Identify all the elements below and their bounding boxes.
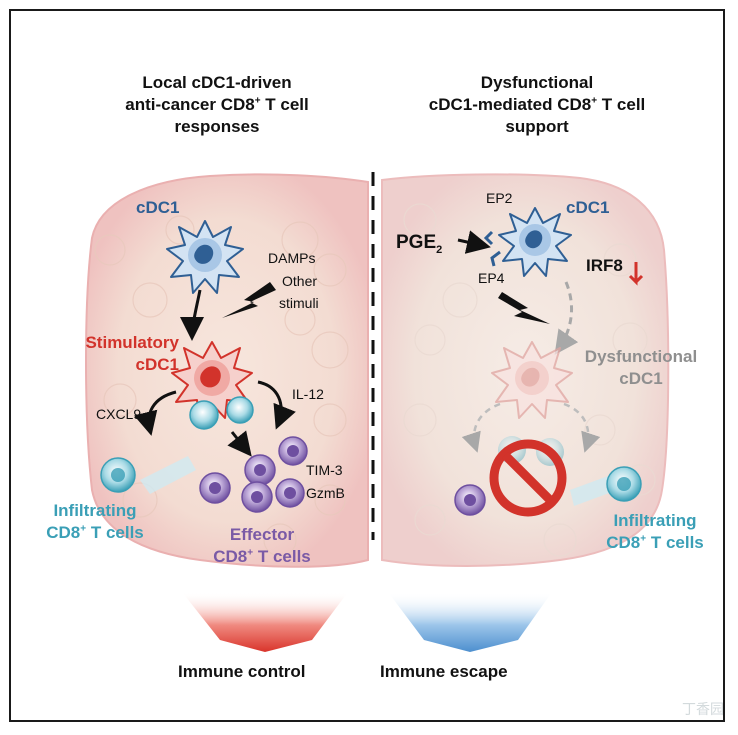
cxcl9-label: CXCL9: [96, 406, 142, 422]
infiltrating-t-cell: [100, 456, 196, 494]
cdc1-label: cDC1: [136, 198, 180, 217]
right-cdc1-label: cDC1: [566, 198, 610, 217]
watermark: 丁香园: [682, 702, 724, 718]
expansion-arrow: [227, 430, 252, 457]
right-infiltrating-label: Infiltrating CD8+ T cells: [606, 511, 704, 552]
il12-label: IL-12: [292, 386, 324, 402]
stimuli-label: stimuli: [279, 295, 319, 311]
cxcl9-arrow: [134, 390, 177, 436]
irf8-label: IRF8: [586, 256, 623, 275]
grey-dashed-arrow: [563, 402, 601, 453]
effector-label: Effector CD8+ T cells: [213, 525, 311, 566]
down-arrow-icon: [628, 262, 644, 286]
immune-control-label: Immune control: [178, 662, 306, 681]
other-label: Other: [282, 273, 318, 289]
immune-control-arrow: [182, 592, 348, 652]
activation-arrow: [180, 289, 205, 341]
lightning-bolt-icon: [498, 292, 550, 324]
lightning-bolt-icon: [222, 282, 276, 318]
dysfunctional-cdc1-cell: [491, 341, 573, 419]
immune-escape-label: Immune escape: [380, 662, 508, 681]
pge2-arrow: [457, 230, 491, 254]
t-cell: [226, 396, 254, 424]
cdc1-cell: [166, 220, 244, 294]
il12-arrow: [257, 380, 296, 430]
right-panel-title: Dysfunctional cDC1-mediated CD8+ T cell …: [428, 73, 646, 136]
grey-dashed-arrow: [461, 402, 501, 453]
no-symbol-icon: [489, 439, 567, 517]
left-infiltrating-label: Infiltrating CD8+ T cells: [46, 501, 144, 542]
infiltrating-t-cell: [570, 466, 642, 506]
pge2-label: PGE2: [396, 232, 443, 256]
dysfunction-arrow: [554, 281, 579, 355]
immune-escape-arrow: [388, 592, 552, 652]
dysfunctional-cdc1-label: Dysfunctional cDC1: [584, 347, 698, 388]
t-cell: [189, 400, 219, 430]
ep4-label: EP4: [478, 270, 505, 286]
ep2-label: EP2: [486, 190, 513, 206]
cdc1-cell: [498, 207, 572, 277]
effector-t-cells: [199, 436, 308, 513]
stimulatory-cdc1-label: Stimulatory cDC1: [85, 333, 179, 374]
effector-t-cell-nucleus: [464, 494, 476, 506]
left-panel-title: Local cDC1-driven anti-cancer CD8+ T cel…: [125, 73, 309, 136]
gzmb-label: GzmB: [306, 485, 345, 501]
tim3-label: TIM-3: [306, 462, 343, 478]
damps-label: DAMPs: [268, 250, 316, 266]
